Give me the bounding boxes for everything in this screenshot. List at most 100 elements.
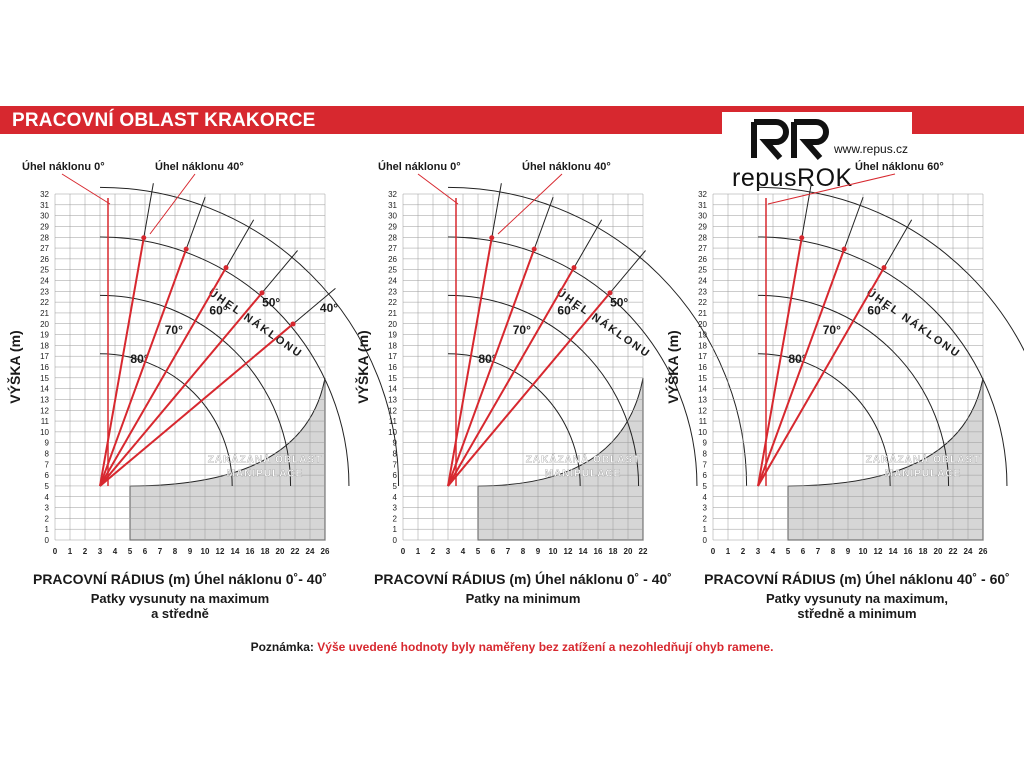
y-tick-label: 9 — [703, 439, 708, 448]
x-tick-label: 2 — [431, 547, 436, 556]
y-tick-label: 25 — [388, 266, 397, 275]
boom-sketch — [99, 267, 227, 487]
y-tick-label: 28 — [388, 233, 397, 242]
chart-2: 0123456789101112131415161718192021222324… — [354, 160, 748, 556]
forbidden-zone-label: MANIPULACE — [227, 468, 304, 479]
x-tick-label: 14 — [579, 547, 588, 556]
reach-arc — [447, 236, 698, 486]
x-tick-label: 8 — [173, 547, 178, 556]
y-tick-label: 30 — [388, 212, 397, 221]
y-tick-label: 20 — [40, 320, 49, 329]
boom-sketch — [757, 267, 885, 487]
y-tick-label: 26 — [698, 255, 707, 264]
y-tick-label: 2 — [45, 514, 50, 523]
x-tick-label: 2 — [741, 547, 746, 556]
top-angle-label: Úhel náklonu 60° — [855, 160, 944, 173]
x-tick-label: 12 — [564, 547, 573, 556]
y-tick-label: 24 — [698, 277, 707, 286]
y-axis-label: VÝŠKA (m) — [664, 330, 681, 403]
boom-sketch — [99, 248, 188, 487]
angle-mark-label: 50° — [610, 295, 628, 309]
x-tick-label: 7 — [816, 547, 821, 556]
x-tick-label: 1 — [68, 547, 73, 556]
boom-tip — [531, 246, 537, 252]
y-tick-label: 28 — [40, 233, 49, 242]
rr-logo-icon — [751, 119, 829, 160]
pointer-line — [767, 173, 896, 205]
angle-mark-label: 60° — [867, 303, 885, 317]
y-tick-label: 2 — [703, 514, 708, 523]
y-tick-label: 32 — [388, 190, 397, 199]
y-tick-label: 6 — [45, 471, 50, 480]
caption-title: PRACOVNÍ RÁDIUS (m) Úhel náklonu 0˚ - 40… — [374, 571, 672, 587]
y-tick-label: 26 — [388, 255, 397, 264]
y-tick-label: 19 — [698, 331, 707, 340]
boom-sketch — [447, 248, 536, 487]
angle-mark-label: 70° — [513, 323, 531, 337]
caption-line: Patky vysunuty na maximum, — [765, 591, 949, 606]
x-tick-label: 16 — [904, 547, 913, 556]
y-tick-label: 10 — [388, 428, 397, 437]
y-tick-label: 32 — [698, 190, 707, 199]
y-tick-label: 29 — [388, 222, 397, 231]
y-tick-label: 11 — [699, 417, 708, 426]
note-text: Výše uvedené hodnoty byly naměřeny bez z… — [317, 640, 774, 654]
y-tick-label: 27 — [40, 244, 49, 253]
top-angle-label: Úhel náklonu 0° — [378, 160, 461, 173]
boom-tip — [571, 265, 577, 271]
caption-line: středně a minimum — [797, 606, 917, 621]
y-tick-label: 18 — [388, 341, 397, 350]
x-tick-label: 8 — [521, 547, 526, 556]
y-tick-label: 15 — [388, 374, 397, 383]
y-tick-label: 31 — [40, 201, 49, 210]
y-tick-label: 15 — [698, 374, 707, 383]
x-tick-label: 3 — [98, 547, 103, 556]
x-tick-label: 6 — [143, 547, 148, 556]
y-tick-label: 19 — [40, 331, 49, 340]
pointer-line — [61, 173, 111, 205]
x-tick-label: 26 — [979, 547, 988, 556]
reach-arc — [757, 186, 1024, 352]
y-tick-label: 14 — [698, 385, 707, 394]
x-tick-label: 22 — [291, 547, 300, 556]
y-tick-label: 24 — [40, 277, 49, 286]
y-tick-label: 28 — [698, 233, 707, 242]
forbidden-zone-label: MANIPULACE — [885, 468, 962, 479]
reach-arc — [99, 294, 292, 486]
boom-tip — [841, 246, 847, 252]
y-tick-label: 12 — [388, 406, 397, 415]
pointer-line — [497, 173, 563, 235]
y-tick-label: 14 — [40, 385, 49, 394]
boom-sketch — [99, 292, 263, 487]
x-tick-label: 14 — [231, 547, 240, 556]
y-tick-label: 26 — [40, 255, 49, 264]
y-tick-label: 23 — [388, 287, 397, 296]
forbidden-zone-label: ZAKÁZANÁ OBLAST — [526, 452, 640, 465]
angle-mark-label: 50° — [262, 295, 280, 309]
arc-label: ÚHEL NÁKLONU — [554, 286, 653, 361]
chart-1: 0123456789101112131415161718192021222324… — [6, 160, 400, 556]
reach-arc — [99, 236, 350, 486]
y-tick-label: 5 — [45, 482, 50, 491]
y-tick-label: 7 — [703, 460, 708, 469]
y-tick-label: 10 — [698, 428, 707, 437]
forbidden-zone-label: ZAKÁZANÁ OBLAST — [866, 452, 980, 465]
top-angle-label: Úhel náklonu 0° — [22, 160, 105, 173]
y-tick-label: 5 — [393, 482, 398, 491]
reach-arc — [757, 236, 1008, 486]
x-tick-label: 2 — [83, 547, 88, 556]
y-tick-label: 10 — [40, 428, 49, 437]
caption-title: PRACOVNÍ RÁDIUS (m) Úhel náklonu 40˚ - 6… — [704, 571, 1010, 587]
x-tick-label: 22 — [949, 547, 958, 556]
y-tick-label: 7 — [45, 460, 50, 469]
y-tick-label: 9 — [45, 439, 50, 448]
reach-arc — [99, 353, 233, 486]
y-tick-label: 7 — [393, 460, 398, 469]
y-tick-label: 8 — [45, 450, 50, 459]
y-tick-label: 17 — [40, 352, 49, 361]
y-tick-label: 22 — [388, 298, 397, 307]
y-tick-label: 3 — [393, 504, 398, 513]
x-tick-label: 5 — [476, 547, 481, 556]
y-tick-label: 20 — [388, 320, 397, 329]
boom-tip — [223, 265, 229, 271]
